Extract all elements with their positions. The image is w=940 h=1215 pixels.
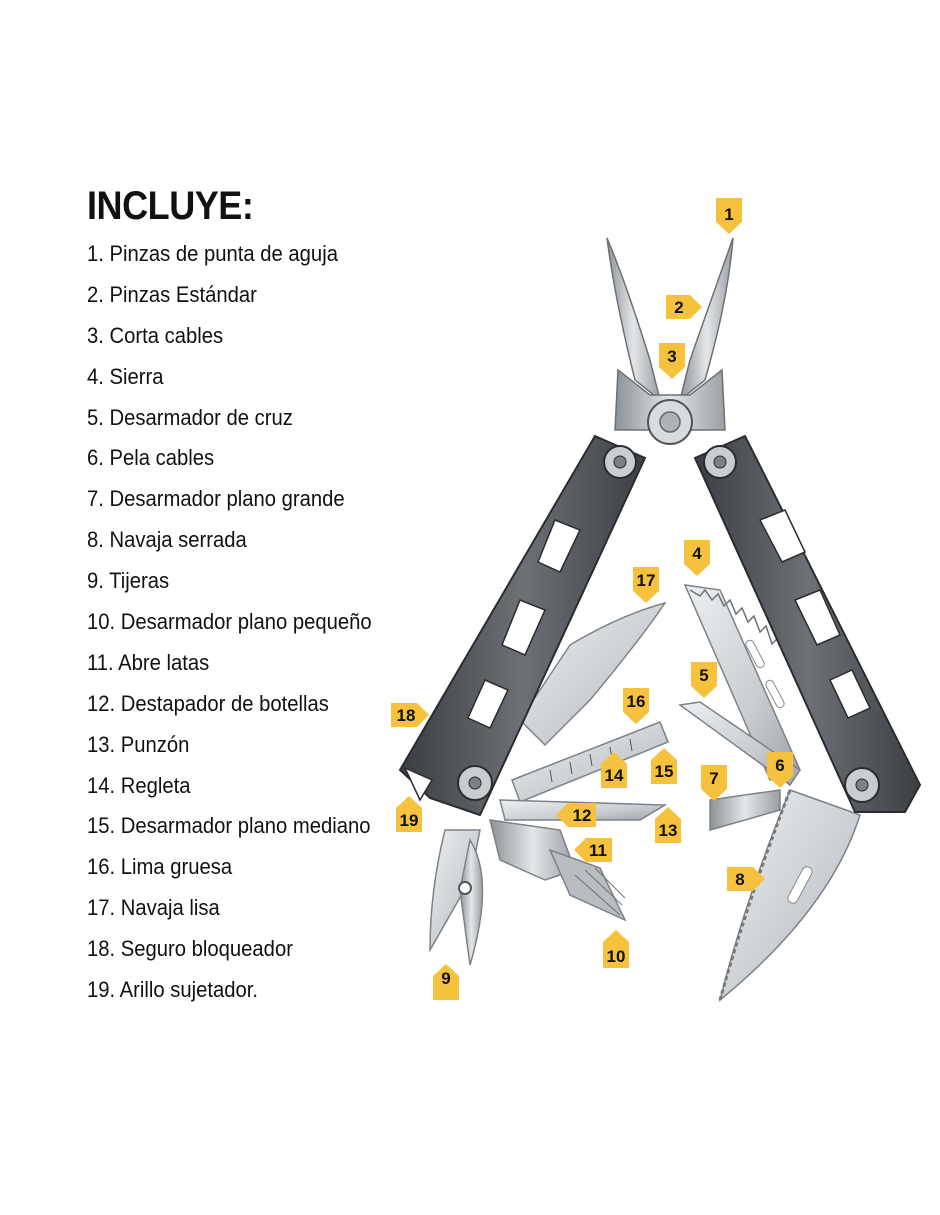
callout-tag: 11 [574, 838, 612, 862]
list-item: 10. Desarmador plano pequeño [87, 609, 372, 635]
left-handle [398, 434, 647, 817]
callout-tag: 2 [666, 295, 702, 319]
callout-tag: 17 [633, 567, 659, 603]
svg-text:10: 10 [607, 947, 626, 966]
list-item: 18. Seguro bloqueador [87, 936, 293, 962]
svg-text:12: 12 [573, 806, 592, 825]
list-item: 17. Navaja lisa [87, 895, 220, 921]
callout-tag: 4 [684, 540, 710, 576]
callout-tag: 9 [433, 964, 459, 1000]
callout-tag: 5 [691, 662, 717, 698]
serrated-blade-8 [718, 789, 861, 1003]
callout-tag: 13 [655, 807, 681, 843]
svg-text:2: 2 [674, 298, 683, 317]
svg-text:15: 15 [655, 762, 674, 781]
list-item: 3. Corta cables [87, 322, 224, 348]
list-item: 12. Destapador de botellas [87, 690, 329, 716]
callout-tag: 6 [767, 752, 793, 788]
callout-tag: 12 [556, 803, 596, 827]
svg-text:16: 16 [627, 692, 646, 711]
included-items-list: 1. Pinzas de punta de aguja 2. Pinzas Es… [87, 234, 396, 1011]
list-item: 4. Sierra [87, 363, 164, 389]
svg-text:5: 5 [699, 666, 708, 685]
callout-tag: 8 [727, 867, 765, 891]
svg-text:18: 18 [397, 706, 416, 725]
pliers-jaws [606, 237, 734, 445]
list-item: 2. Pinzas Estándar [87, 281, 257, 307]
list-item: 9. Tijeras [87, 568, 170, 594]
list-item: 15. Desarmador plano mediano [87, 813, 371, 839]
list-item: 6. Pela cables [87, 445, 215, 471]
svg-text:14: 14 [605, 766, 624, 785]
list-item: 14. Regleta [87, 772, 191, 798]
driver-10 [548, 848, 627, 922]
list-item: 8. Navaja serrada [87, 527, 247, 553]
callout-tag: 1 [716, 198, 742, 234]
svg-text:8: 8 [735, 870, 744, 889]
list-item: 11. Abre latas [87, 649, 210, 675]
svg-text:1: 1 [724, 205, 733, 224]
list-item: 1. Pinzas de punta de aguja [87, 241, 338, 266]
svg-text:7: 7 [709, 769, 718, 788]
blade-17 [519, 601, 667, 747]
file-16 [511, 721, 669, 803]
driver-7 [709, 789, 781, 831]
can-opener-11 [489, 819, 576, 881]
callout-tag: 10 [603, 930, 629, 968]
callout-tag: 19 [396, 796, 422, 832]
svg-text:19: 19 [400, 811, 419, 830]
svg-text:9: 9 [441, 969, 450, 988]
svg-text:6: 6 [775, 756, 784, 775]
list-item: 16. Lima gruesa [87, 854, 233, 880]
list-item: 7. Desarmador plano grande [87, 486, 345, 512]
svg-text:4: 4 [692, 544, 702, 563]
list-item: 19. Arillo sujetador. [87, 977, 259, 1003]
saw-4 [683, 584, 802, 781]
scissors-9 [429, 829, 484, 966]
callout-tag: 16 [623, 688, 649, 724]
callout-tag: 15 [651, 748, 677, 784]
list-item: 5. Desarmador de cruz [87, 404, 293, 430]
right-handle [693, 434, 922, 813]
list-item: 13. Punzón [87, 731, 190, 757]
callout-tag: 18 [391, 703, 429, 727]
callout-tag: 7 [701, 765, 727, 801]
callout-tag: 14 [601, 752, 627, 788]
callout-tag: 3 [659, 343, 685, 379]
svg-text:13: 13 [659, 821, 678, 840]
svg-text:17: 17 [637, 571, 656, 590]
svg-text:11: 11 [589, 841, 607, 860]
heading: INCLUYE: [87, 184, 254, 228]
svg-text:3: 3 [667, 347, 676, 366]
